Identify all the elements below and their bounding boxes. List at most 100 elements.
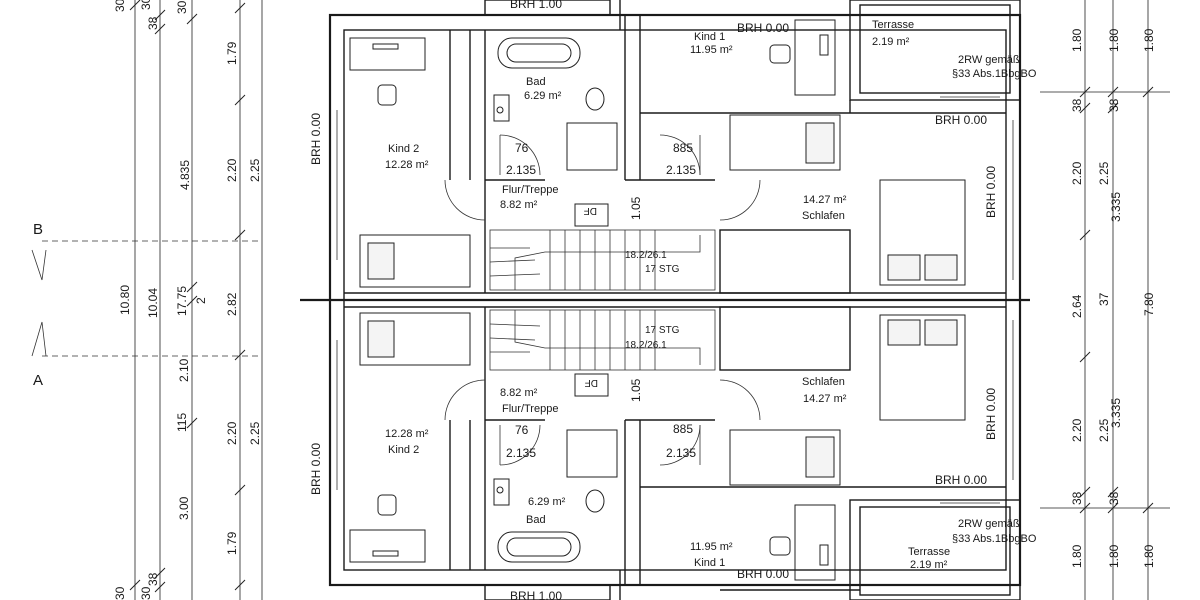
left-dim-col1-bottom: 30: [113, 586, 127, 600]
right-dim-col1-f: 38: [1070, 491, 1084, 505]
door-213-upper-b: 2.135: [666, 163, 696, 177]
chair-icon: [377, 494, 397, 516]
brh-schlafen-bottom-label: BRH 0.00: [984, 388, 998, 440]
desk-icon: [794, 19, 836, 96]
desk-icon: [794, 504, 836, 581]
right-dim-col3-a: 1.80: [1142, 28, 1156, 52]
right-dim-col2-c: 2.25: [1097, 161, 1111, 185]
brh-labels: BRH 1.00 BRH 1.00 BRH 0.00 BRH 0.00 BRH …: [309, 0, 998, 600]
bed-icon: [359, 312, 471, 366]
bad-lower-name: Bad: [526, 514, 546, 526]
right-dim-col1-d: 2.64: [1070, 294, 1084, 318]
schlafen-upper-area: 14.27 m²: [803, 194, 847, 206]
building-walls: [300, 0, 1030, 600]
right-dim-col2-a: 1.80: [1107, 28, 1121, 52]
brh-left-bottom-label: BRH 0.00: [309, 443, 323, 495]
left-dim-col4-e: 3.00: [177, 496, 191, 520]
left-dim-col3-a: 30: [175, 0, 189, 14]
terrasse-lower-area: 2.19 m²: [910, 559, 948, 571]
left-dim-col5-b: 2.82: [225, 292, 239, 316]
bathtub-icon: [497, 531, 581, 563]
left-dim-col2-d: 30: [139, 586, 153, 600]
sink-icon: [493, 94, 510, 122]
door-swings: [444, 134, 761, 466]
terrasse-upper-area: 2.19 m²: [872, 36, 910, 48]
flur-lower-area: 8.82 m²: [500, 387, 538, 399]
chair-icon: [769, 44, 791, 64]
chair-icon: [769, 536, 791, 556]
section-mark-a: A: [33, 372, 43, 389]
brh-kind1-top-label: BRH 0.00: [737, 21, 789, 35]
left-dim-col1-main: 10.80: [118, 285, 132, 315]
right-dim-col3-b: 3.335: [1109, 192, 1123, 222]
kind1-upper-area: 11.95 m²: [690, 44, 733, 56]
right-dimension-chains: 1.80 38 2.20 2.64 2.20 38 1.80 1.80 38 2…: [1040, 0, 1170, 600]
terrasse-lower-name: Terrasse: [908, 546, 950, 558]
left-dim-col2-a: 38: [146, 16, 160, 30]
right-dim-col3-c: 7.80: [1142, 292, 1156, 316]
right-dim-col2-f: 38: [1107, 491, 1121, 505]
bed-icon: [729, 429, 841, 486]
left-dim-col3-b: 4.835: [178, 160, 192, 190]
df-lower: DF: [585, 377, 598, 388]
double-bed-icon: [879, 179, 966, 286]
furniture-lower: [349, 312, 966, 581]
skylight-icon: [574, 203, 609, 227]
right-dim-col1-a: 1.80: [1070, 28, 1084, 52]
stair-upper: [489, 229, 716, 291]
door-213-upper-a: 2.135: [506, 163, 536, 177]
kind2-lower-name: Kind 2: [388, 444, 419, 456]
brh-terrace-top-label: BRH 0.00: [935, 113, 987, 127]
terrasse-upper-name: Terrasse: [872, 19, 914, 31]
rw-note-upper-line1: 2RW gemäß: [958, 54, 1020, 66]
kind1-lower-area: 11.95 m²: [690, 541, 733, 553]
schlafen-lower-name: Schlafen: [802, 376, 845, 388]
schlafen-lower-area: 14.27 m²: [803, 393, 847, 405]
right-dim-col1-c: 2.20: [1070, 161, 1084, 185]
right-dim-col3-d: 3.335: [1109, 398, 1123, 428]
brh-kind1-bottom-label: BRH 0.00: [737, 567, 789, 581]
right-dim-col1-b: 38: [1070, 98, 1084, 112]
toilet-icon: [585, 87, 605, 111]
bathtub-icon: [497, 37, 581, 69]
left-dim-col4-c: 2.10: [177, 358, 191, 382]
right-dim-col1-g: 1.80: [1070, 544, 1084, 568]
chair-icon: [377, 84, 397, 106]
room-labels-upper: Kind 1 11.95 m² Terrasse 2.19 m² 2RW gem…: [385, 19, 1037, 275]
double-bed-icon: [879, 314, 966, 421]
left-dim-col3-d: 2: [194, 297, 208, 304]
dim-105-lower: 1.05: [629, 378, 643, 402]
kind2-upper-area: 12.28 m²: [385, 159, 429, 171]
brh-top-label: BRH 1.00: [510, 0, 562, 11]
shower-icon: [566, 122, 618, 171]
brh-schlafen-top-label: BRH 0.00: [984, 166, 998, 218]
dim-105-upper: 1.05: [629, 196, 643, 220]
bad-upper-area: 6.29 m²: [524, 90, 562, 102]
left-dim-col4-f: 1.79: [225, 531, 239, 555]
rw-note-upper-line2: §33 Abs.1BbgBO: [952, 68, 1037, 80]
left-dimension-chains: 30 10.80 30 38 30 10.04 38 30 30 4.835 1…: [113, 0, 263, 600]
flur-upper-area: 8.82 m²: [500, 199, 538, 211]
df-upper: DF: [584, 205, 597, 216]
kind2-upper-name: Kind 2: [388, 143, 419, 155]
shower-icon: [566, 429, 618, 478]
door-213-lower-a: 2.135: [506, 446, 536, 460]
skylight-icon: [574, 373, 609, 397]
stair-lower-line2: 18.2/26.1: [625, 340, 667, 351]
bed-icon: [729, 114, 841, 171]
kind1-upper-name: Kind 1: [694, 31, 725, 43]
stair-upper-line2: 17 STG: [645, 264, 680, 275]
door-76-lower: 76: [515, 423, 529, 437]
flur-lower-name: Flur/Treppe: [502, 403, 558, 415]
bed-icon: [359, 234, 471, 288]
right-dim-col3-e: 1.80: [1142, 544, 1156, 568]
right-dim-col2-d: 37: [1097, 292, 1111, 306]
rw-note-lower-line2: §33 Abs.1BbgBO: [952, 533, 1037, 545]
desk-icon: [349, 37, 426, 71]
left-dim-col2-main: 10.04: [146, 288, 160, 318]
left-dim-col3-c: 17.75: [175, 286, 189, 316]
left-dim-col2-b: 30: [139, 0, 153, 10]
kind1-lower-name: Kind 1: [694, 557, 725, 569]
left-dim-col5-c: 2.25: [248, 421, 262, 445]
